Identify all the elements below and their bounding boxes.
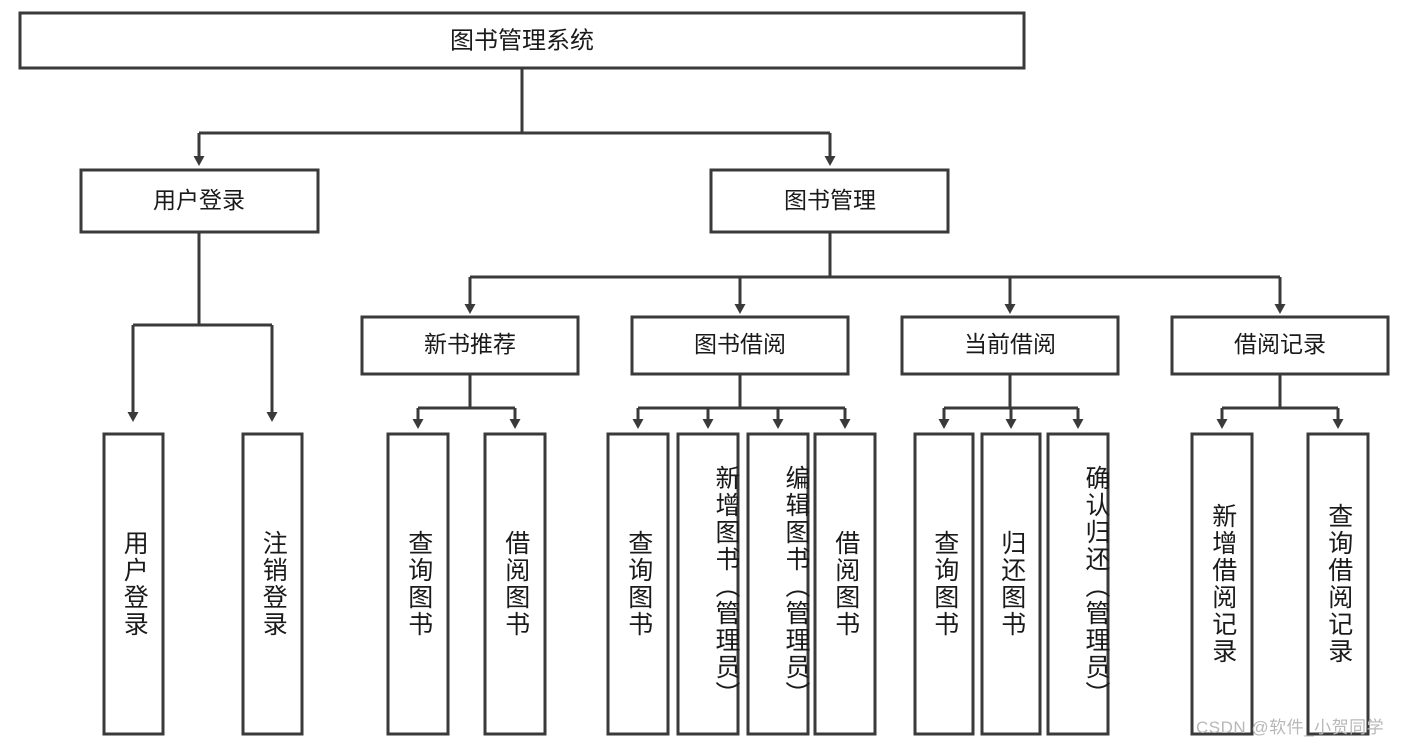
connector-bookborrow-to-leaves [632, 374, 851, 429]
csdn-watermark: CSDN @软件_小贺同学 [1196, 718, 1385, 737]
node-current-borrow-label: 当前借阅 [964, 331, 1056, 357]
node-root[interactable]: 图书管理系统 [18, 11, 1026, 70]
connector-userlogin-to-leaves [127, 232, 278, 422]
leaf-box-query-book-1[interactable] [386, 432, 450, 736]
node-book-borrow[interactable]: 图书借阅 [630, 315, 850, 376]
leaf-box-query-book-2[interactable] [606, 432, 670, 736]
leaf-box-borrow-book-1[interactable] [483, 432, 547, 736]
leaf-box-query-borrow-record[interactable] [1306, 432, 1370, 736]
node-book-borrow-label: 图书借阅 [694, 331, 786, 357]
node-new-book-recommend-label: 新书推荐 [424, 331, 516, 357]
leaf-box-confirm-return-admin[interactable] [1046, 432, 1110, 736]
connector-currentborrow-to-leaves [938, 374, 1084, 429]
node-book-manage-label: 图书管理 [784, 187, 876, 213]
node-user-login-label: 用户登录 [153, 187, 245, 213]
connector-root-to-level2 [193, 68, 836, 166]
leaf-box-user-login[interactable] [102, 432, 165, 736]
leaf-box-edit-book-admin[interactable] [746, 432, 810, 736]
leaf-box-add-book-admin[interactable] [676, 432, 740, 736]
node-new-book-recommend[interactable]: 新书推荐 [360, 315, 580, 376]
leaf-box-return-book[interactable] [980, 432, 1042, 736]
connector-newbook-to-leaves [412, 374, 521, 429]
connector-borrowrecord-to-leaves [1216, 374, 1344, 429]
node-user-login[interactable]: 用户登录 [79, 168, 320, 234]
leaf-box-add-borrow-record[interactable] [1190, 432, 1254, 736]
leaf-box-borrow-book-2[interactable] [813, 432, 877, 736]
node-book-manage[interactable]: 图书管理 [709, 168, 950, 234]
leaf-box-query-book-3[interactable] [913, 432, 975, 736]
leaf-box-logout-login[interactable] [241, 432, 304, 736]
node-current-borrow[interactable]: 当前借阅 [900, 315, 1120, 376]
connector-bookmanage-to-level3 [464, 232, 1286, 314]
node-root-label: 图书管理系统 [450, 27, 594, 54]
node-borrow-record[interactable]: 借阅记录 [1170, 315, 1390, 376]
node-borrow-record-label: 借阅记录 [1234, 331, 1326, 357]
